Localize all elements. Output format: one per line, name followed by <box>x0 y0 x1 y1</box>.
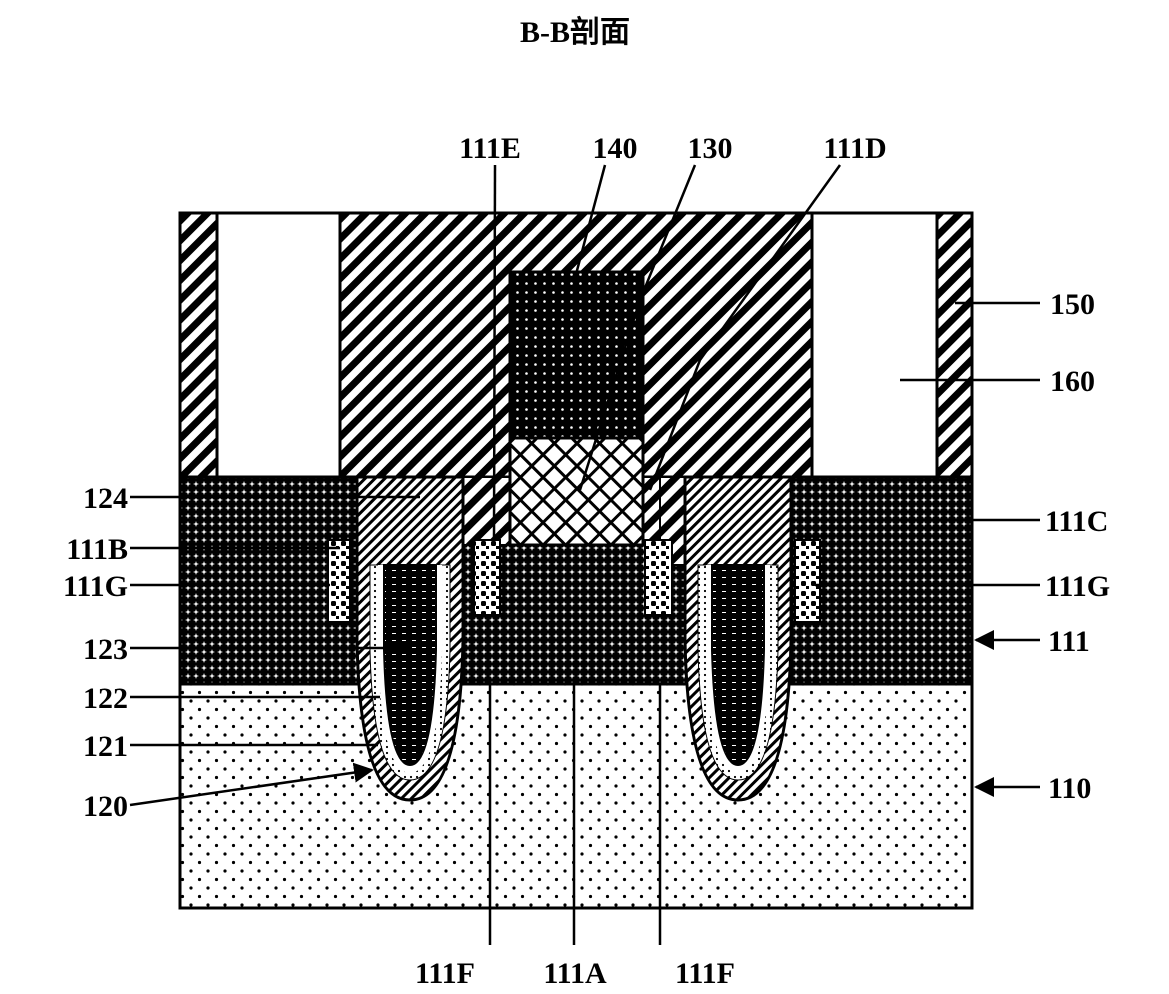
label-111G-right: 111G <box>1045 570 1110 603</box>
label-111G-left: 111G <box>63 570 128 603</box>
label-111E: 111E <box>459 132 521 165</box>
label-150: 150 <box>1050 288 1095 321</box>
region-111g-1 <box>328 540 350 622</box>
label-130: 130 <box>688 132 733 165</box>
label-121: 121 <box>83 730 128 763</box>
label-110: 110 <box>1048 772 1091 805</box>
label-140: 140 <box>593 132 638 165</box>
region-111g-4 <box>795 540 820 622</box>
figure-title: B-B剖面 <box>520 16 630 49</box>
label-124: 124 <box>83 482 128 515</box>
label-111A: 111A <box>543 957 607 990</box>
label-111B: 111B <box>66 533 128 566</box>
region-160-left <box>217 213 340 477</box>
label-111D: 111D <box>823 132 886 165</box>
trench-right <box>685 477 791 800</box>
region-130 <box>510 438 643 545</box>
label-111C: 111C <box>1045 505 1108 538</box>
label-123: 123 <box>83 633 128 666</box>
label-111F-left: 111F <box>415 957 475 990</box>
label-120: 120 <box>83 790 128 823</box>
label-160: 160 <box>1050 365 1095 398</box>
label-122: 122 <box>83 682 128 715</box>
label-111: 111 <box>1048 625 1090 658</box>
substrate-110 <box>180 684 972 908</box>
label-111F-right: 111F <box>675 957 735 990</box>
trench-left <box>357 477 463 800</box>
region-160-right <box>812 213 937 477</box>
region-111g-3 <box>645 540 672 615</box>
region-111g-2 <box>474 540 500 615</box>
